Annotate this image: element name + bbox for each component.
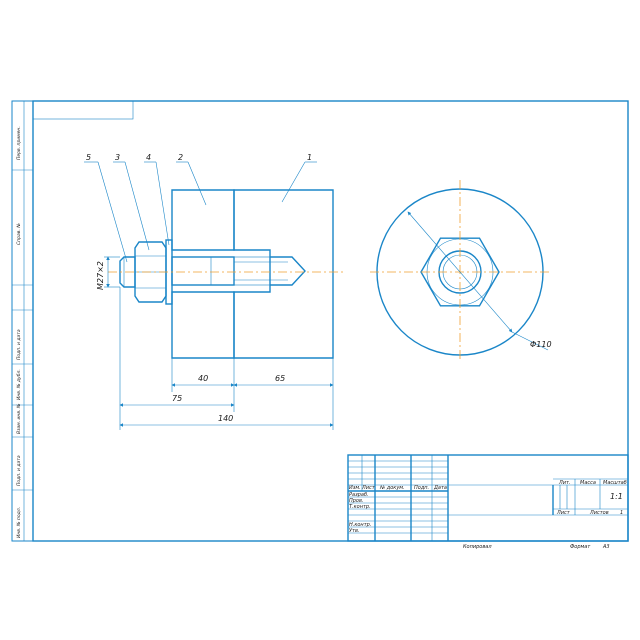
side-view: Φ110 bbox=[370, 180, 552, 362]
side-strip: Перв. примен. Справ. № Подп. и дата Инв.… bbox=[12, 101, 33, 541]
dim-75: 75 bbox=[172, 394, 182, 403]
tb-massa: Масса bbox=[580, 480, 596, 486]
side-label-3: Подп. и дата bbox=[16, 329, 22, 360]
dim-thread: M27×2 bbox=[96, 261, 105, 290]
side-label-1: Перв. примен. bbox=[16, 126, 22, 160]
tb-list2: Лист bbox=[556, 510, 571, 516]
tb-list: Лист bbox=[361, 485, 376, 491]
part-1-section bbox=[233, 189, 334, 359]
tb-format-value: A3 bbox=[602, 544, 610, 550]
tb-listov: Листов bbox=[589, 510, 609, 516]
side-label-6: Подп. и дата bbox=[16, 455, 22, 486]
side-label-4: Инв. № дубл. bbox=[16, 369, 22, 400]
side-label-7: Инв. № подл. bbox=[16, 507, 22, 538]
tb-listov-value: 1 bbox=[620, 510, 623, 516]
title-block: Изм. Лист № докум. Подп. Дата Разраб. Пр… bbox=[347, 454, 629, 550]
tb-utv: Утв. bbox=[349, 528, 360, 534]
leaders: 5 3 4 2 1 bbox=[84, 153, 317, 263]
side-label-5: Взам. инв. № bbox=[16, 403, 22, 434]
dim-diameter: Φ110 bbox=[530, 340, 552, 349]
section-view bbox=[108, 189, 345, 359]
sheet-frame bbox=[11, 100, 629, 542]
tb-lit: Лит. bbox=[558, 480, 571, 486]
tb-format: Формат bbox=[570, 544, 591, 550]
leader-5: 5 bbox=[86, 153, 91, 162]
tb-data: Дата bbox=[433, 485, 447, 491]
tb-izm: Изм. bbox=[349, 485, 361, 491]
tb-kopiroval: Копировал bbox=[463, 544, 492, 550]
tb-doc: № докум. bbox=[379, 485, 405, 491]
dim-65: 65 bbox=[275, 374, 285, 383]
dim-140: 140 bbox=[218, 414, 233, 423]
dim-40: 40 bbox=[198, 374, 208, 383]
leader-4: 4 bbox=[146, 153, 151, 162]
tb-razrab: Разраб. bbox=[349, 492, 369, 498]
part-2-section bbox=[171, 189, 235, 359]
tb-prov: Пров. bbox=[349, 498, 364, 504]
tb-tkontr: Т.контр. bbox=[349, 504, 371, 510]
dimensions: M27×2 40 65 75 140 bbox=[96, 256, 334, 430]
tb-scale: 1:1 bbox=[610, 492, 623, 501]
tb-podp: Подп. bbox=[414, 485, 429, 491]
leader-1: 1 bbox=[307, 153, 312, 162]
side-label-2: Справ. № bbox=[16, 223, 22, 245]
leader-2: 2 bbox=[178, 153, 183, 162]
leader-3: 3 bbox=[115, 153, 120, 162]
tb-nkontr: Н.контр. bbox=[349, 522, 371, 528]
tb-masshtab: Масштаб bbox=[603, 480, 627, 486]
